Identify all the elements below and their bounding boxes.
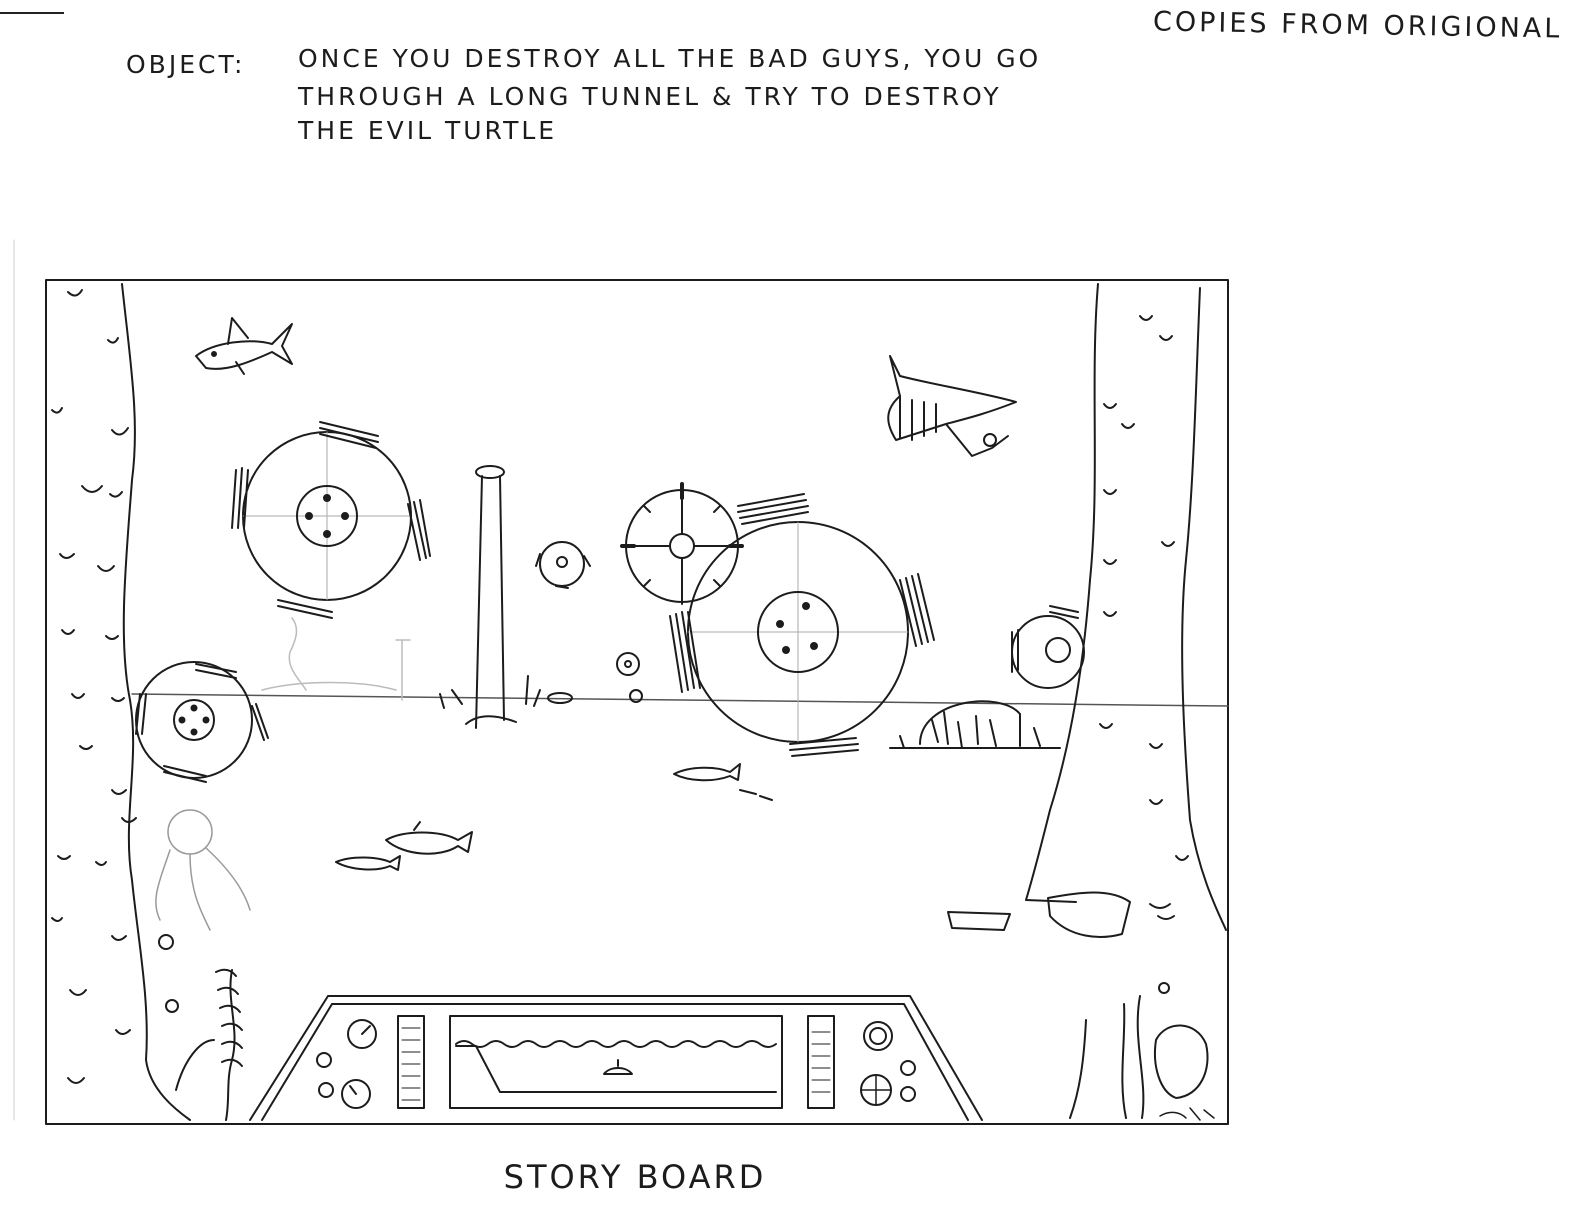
targeting-dial xyxy=(860,1074,892,1106)
object-label: OBJECT: xyxy=(126,50,246,79)
fuel-gauge xyxy=(807,1015,835,1109)
object-line: THE EVIL TURTLE xyxy=(298,116,558,145)
seabed-coral xyxy=(889,700,1061,749)
indicator-light xyxy=(318,1082,334,1098)
page-rule xyxy=(0,12,64,14)
artist-signature xyxy=(1159,1107,1215,1121)
horizon-line xyxy=(131,693,1229,707)
storyboard-frame xyxy=(45,279,1229,1125)
shark-icon xyxy=(195,317,293,375)
submarine-control-panel xyxy=(249,995,983,1121)
gauge-dial xyxy=(347,1019,377,1049)
gauge-dial xyxy=(863,1021,893,1051)
sea-mine-icon xyxy=(231,421,431,619)
sea-mine-icon xyxy=(135,661,269,783)
manta-ray-icon xyxy=(887,355,1017,457)
indicator-light xyxy=(316,1052,332,1068)
indicator-light xyxy=(900,1060,916,1076)
sea-mine-icon xyxy=(535,541,591,589)
octopus-icon xyxy=(155,809,251,931)
indicator-light xyxy=(900,1086,916,1102)
ghost-sketch xyxy=(261,617,411,701)
depth-gauge xyxy=(397,1015,425,1109)
object-line: THROUGH A LONG TUNNEL & TRY TO DESTROY xyxy=(298,82,1002,111)
sea-mine-icon xyxy=(1011,605,1085,689)
gauge-dial xyxy=(341,1079,371,1109)
sonar-screen xyxy=(449,1015,783,1109)
periscope-crosshair-icon xyxy=(620,482,744,605)
left-rock-wall xyxy=(51,283,191,1121)
fish-icon xyxy=(385,821,473,855)
sea-mine-icon xyxy=(669,493,935,757)
seaweed-icon xyxy=(175,968,243,1121)
right-rock-wall xyxy=(947,283,1227,938)
object-line: ONCE YOU DESTROY ALL THE BAD GUYS, YOU G… xyxy=(298,44,1042,73)
fish-icon xyxy=(673,763,773,801)
sea-mine-icon xyxy=(616,652,643,703)
submarine-icon xyxy=(603,1059,633,1075)
storyboard-title: STORY BOARD xyxy=(503,1158,767,1196)
seaweed-icon xyxy=(1069,982,1209,1119)
fish-icon xyxy=(335,855,401,871)
stone-column xyxy=(439,465,573,729)
